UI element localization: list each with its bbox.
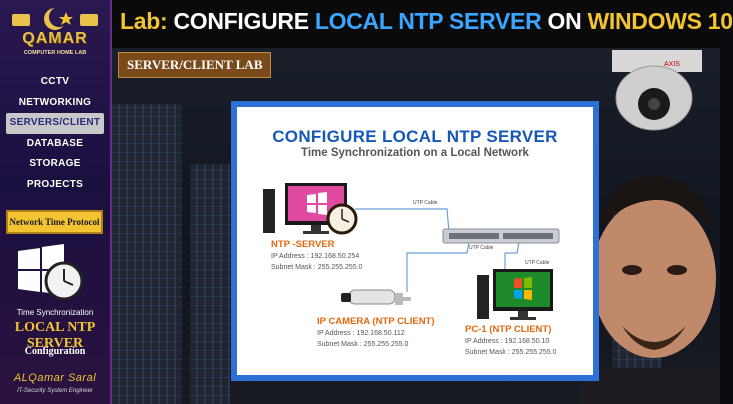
server-rack (112, 104, 182, 404)
ip-camera-icon (341, 289, 411, 305)
ntp-server-name: NTP -SERVER (271, 239, 335, 250)
lab-tag: SERVER/CLIENT LAB (118, 52, 272, 78)
time-sync-label: Time Synchronization (16, 308, 94, 317)
nav-item-networking[interactable]: NETWORKING (18, 96, 92, 108)
title-part-1: CONFIGURE (173, 8, 309, 34)
cable-line (406, 241, 470, 292)
ntp-badge: Network Time Protocol (6, 210, 103, 234)
diagram-title: CONFIGURE LOCAL NTP SERVER (272, 127, 558, 146)
ip-camera-name: IP CAMERA (NTP CLIENT) (317, 316, 435, 327)
ip-camera-ip: IP Address : 192.168.50.112 (317, 330, 405, 337)
brand-subtitle: COMPUTER HOME LAB (23, 50, 87, 56)
configuration-label: Configuration (24, 346, 86, 357)
moon-star-icon (12, 7, 98, 30)
title-part-3: ON (547, 8, 582, 34)
pc-1-mask: Subnet Mask : 255.255.255.0 (465, 349, 557, 356)
cable-label: UTP Cable (413, 200, 438, 206)
cable-line (504, 241, 520, 283)
brand-name: QAMAR (22, 30, 88, 47)
presenter-photo (582, 176, 720, 404)
title-lab: Lab: (120, 8, 168, 34)
title-part-4: WINDOWS 10 (587, 8, 733, 34)
ntp-server-mask: Subnet Mask : 255.255.255.0 (271, 264, 363, 271)
pc-1-name: PC-1 (NTP CLIENT) (465, 324, 552, 335)
cable-label: UTP Cable (469, 245, 494, 251)
nav-item-servers-client[interactable]: SERVERS/CLIENT (6, 113, 104, 134)
nav-item-storage[interactable]: STORAGE (29, 158, 81, 169)
sidebar-nav: CCTV NETWORKING SERVERS/CLIENT DATABASE … (0, 72, 110, 195)
brand-logo[interactable]: QAMAR COMPUTER HOME LAB (6, 6, 104, 62)
pc-1-computer-icon (477, 269, 553, 320)
local-ntp-server-label: LOCAL NTP SERVER (14, 320, 96, 351)
sidebar: QAMAR COMPUTER HOME LAB CCTV NETWORKING … (0, 0, 112, 404)
nav-item-projects[interactable]: PROJECTS (26, 178, 84, 190)
title-part-2: LOCAL NTP SERVER (314, 8, 542, 34)
ntp-server-ip: IP Address : 192.168.50.254 (271, 253, 360, 260)
cable-label: UTP Cable (525, 260, 550, 266)
page-title: Lab: CONFIGURE LOCAL NTP SERVER ON WINDO… (120, 8, 733, 35)
dome-camera-icon: AXIS (612, 50, 702, 131)
diagram-panel: CONFIGURE LOCAL NTP SERVER Time Synchron… (237, 107, 593, 375)
clock-icon (326, 203, 358, 235)
windows-clock-icon (18, 244, 84, 301)
cable-line (355, 208, 450, 233)
author-role: IT-Security System Engineer (17, 388, 93, 394)
nav-item-cctv[interactable]: CCTV (40, 76, 70, 87)
server-rack (190, 164, 230, 404)
diagram-subtitle: Time Synchronization on a Local Network (301, 147, 529, 159)
nav-item-database[interactable]: DATABASE (26, 137, 84, 149)
diagram-card: CONFIGURE LOCAL NTP SERVER Time Synchron… (231, 101, 599, 381)
ip-camera-mask: Subnet Mask : 255.255.255.0 (317, 341, 409, 348)
pc-1-ip: IP Address : 192.168.50.10 (465, 338, 550, 345)
author-name: ALQamar Saral (13, 372, 97, 384)
network-switch-icon (442, 228, 560, 244)
network-diagram (263, 183, 560, 320)
camera-brand: AXIS (664, 61, 680, 68)
title-bar: Lab: CONFIGURE LOCAL NTP SERVER ON WINDO… (112, 0, 733, 48)
